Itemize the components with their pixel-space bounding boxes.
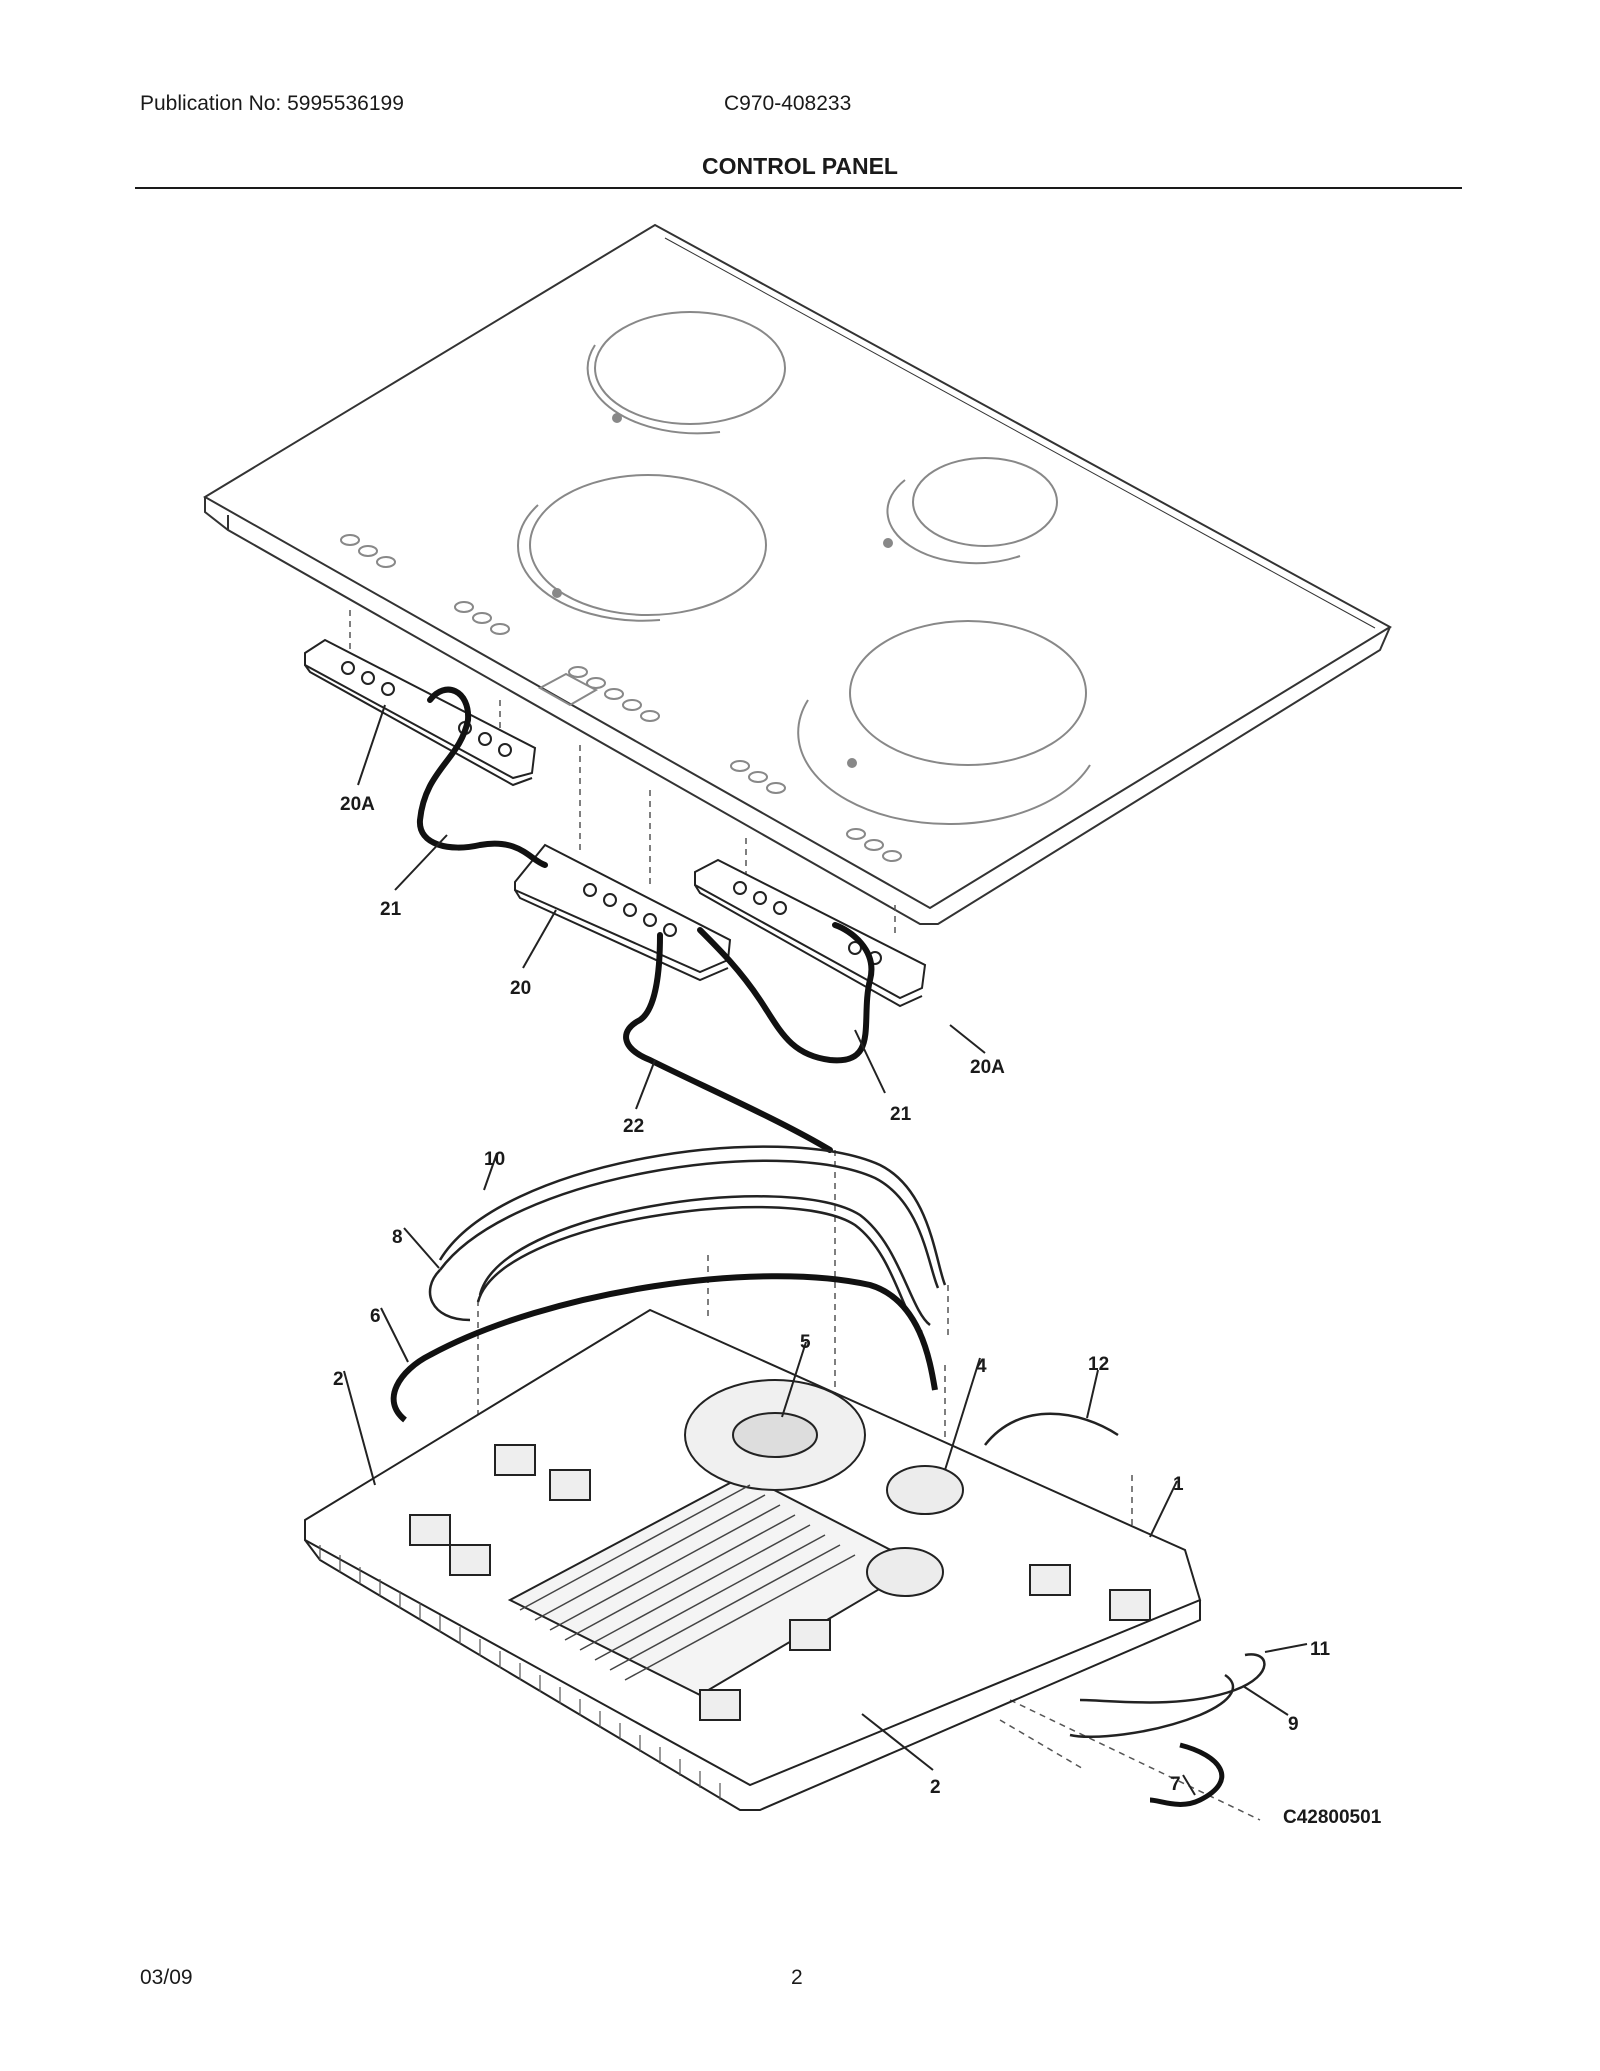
callout-9: 9 (1288, 1714, 1299, 1735)
drawing-code: C42800501 (1283, 1807, 1382, 1828)
ribbon-cables (416, 686, 875, 1153)
header-rule (135, 187, 1462, 189)
cooktop-glass (203, 223, 1392, 925)
burner-elements (517, 311, 1091, 826)
touch-controls (340, 534, 902, 862)
wire-harness-6 (390, 1273, 938, 1423)
base-chassis (304, 1308, 1202, 1811)
callout-11: 11 (1310, 1639, 1331, 1660)
burner-front-right (849, 620, 1087, 766)
callout-22: 22 (623, 1116, 644, 1137)
publication-number: Publication No: 5995536199 (140, 92, 404, 115)
callout-12: 12 (1088, 1354, 1109, 1375)
wire-12 (984, 1412, 1119, 1446)
small-wires (984, 1412, 1266, 1807)
callout-2-top: 2 (333, 1369, 344, 1390)
page-title: CONTROL PANEL (702, 153, 898, 179)
callout-6: 6 (370, 1306, 381, 1327)
heatsink-fins (519, 1484, 856, 1681)
base-fins (319, 1545, 721, 1800)
callout-21-left: 21 (380, 899, 402, 920)
wire-9 (1069, 1673, 1235, 1739)
wire-11 (1079, 1653, 1266, 1704)
callout-1: 1 (1173, 1474, 1184, 1495)
callout-20a-right: 20A (970, 1057, 1005, 1078)
burner-rear-left (594, 311, 786, 425)
wire-harness-10-8 (428, 1145, 947, 1334)
callout-20a-left: 20A (340, 794, 375, 815)
footer-date: 03/09 (140, 1966, 193, 1989)
callout-20: 20 (510, 978, 531, 999)
burner-front-left (529, 474, 767, 616)
callout-7: 7 (1170, 1774, 1181, 1795)
callout-5: 5 (800, 1332, 811, 1353)
burner-rear-right (912, 457, 1058, 547)
callout-8: 8 (392, 1227, 403, 1248)
callout-21-right: 21 (890, 1104, 912, 1125)
leader-lines (343, 704, 1308, 1796)
model-number: C970-408233 (724, 92, 852, 115)
callout-4: 4 (976, 1356, 987, 1377)
control-board-left-20a (304, 638, 537, 787)
wire-7 (1149, 1742, 1225, 1807)
callout-10: 10 (484, 1149, 505, 1170)
control-board-right-20a (694, 858, 927, 1008)
page-number: 2 (791, 1966, 803, 1989)
callout-2-bottom: 2 (930, 1777, 941, 1798)
